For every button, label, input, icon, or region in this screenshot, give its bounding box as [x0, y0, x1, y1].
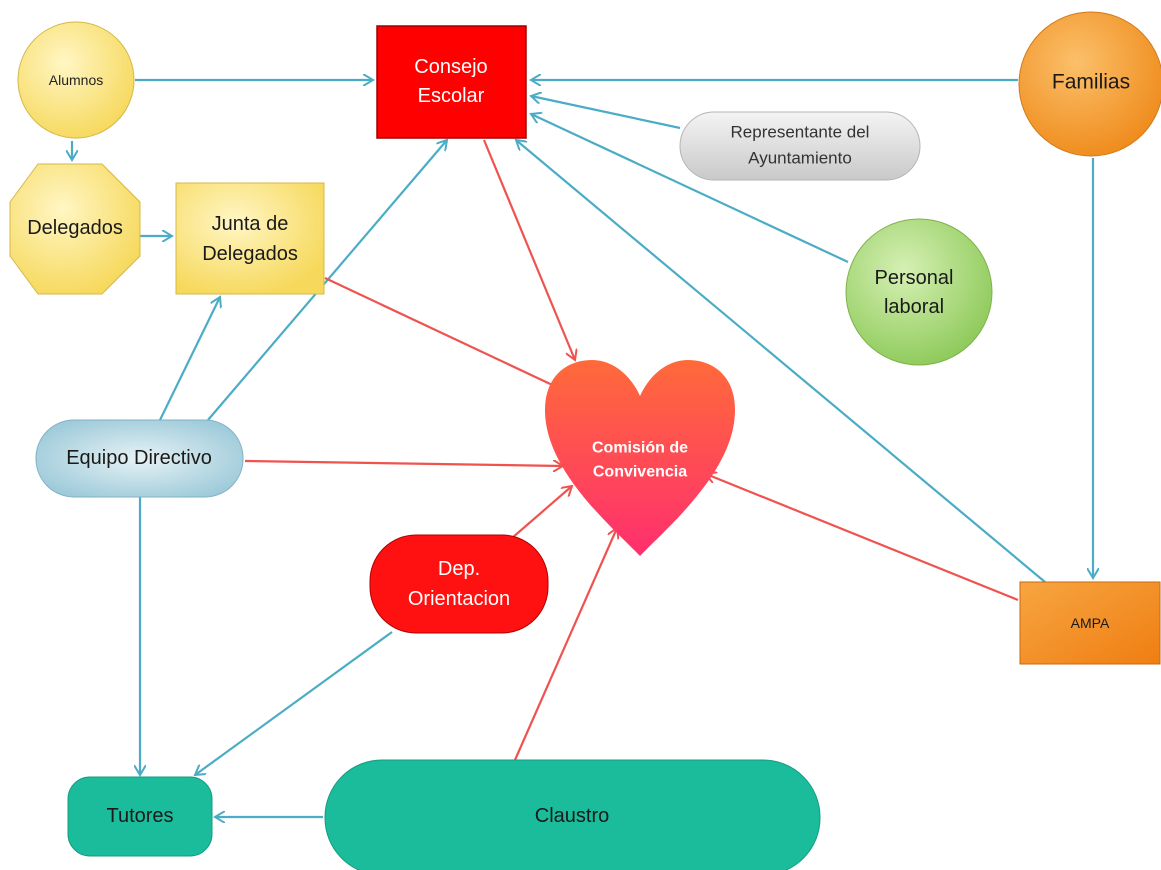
red-connectors	[244, 139, 1019, 761]
node-representante-label-line2: Ayuntamiento	[748, 149, 852, 168]
node-alumnos[interactable]: Alumnos	[17, 21, 135, 139]
edge-equipo-comision	[244, 461, 563, 466]
node-tutores-label: Tutores	[106, 805, 173, 827]
node-tutores[interactable]: Tutores	[67, 776, 213, 857]
node-dep-orientacion[interactable]: Dep. Orientacion	[369, 534, 549, 634]
node-consejo-escolar[interactable]: Consejo Escolar	[376, 25, 527, 139]
node-personal-label-line1: Personal	[875, 267, 954, 289]
node-personal-label-line2: laboral	[884, 296, 944, 318]
node-ampa[interactable]: AMPA	[1019, 581, 1161, 665]
node-comision-convivencia[interactable]: Comisión de Convivencia	[545, 360, 735, 556]
edge-junta-comision	[324, 277, 563, 390]
node-delegados[interactable]: Delegados	[9, 163, 141, 295]
node-comision-label-line2: Convivencia	[593, 464, 687, 481]
node-dep-label-line1: Dep.	[438, 558, 480, 580]
heart-shape	[545, 360, 735, 556]
node-junta-label-line1: Junta de	[212, 213, 289, 235]
node-dep-label-line2: Orientacion	[408, 588, 510, 610]
blue-connectors	[72, 80, 1093, 817]
node-consejo-label-line1: Consejo	[414, 56, 487, 78]
node-claustro-label: Claustro	[535, 805, 609, 827]
node-familias[interactable]: Familias	[1018, 11, 1161, 157]
edge-dep-comision	[511, 486, 572, 539]
node-alumnos-label: Alumnos	[49, 72, 103, 88]
node-ampa-label: AMPA	[1071, 615, 1110, 631]
edge-dep-tutores	[195, 631, 393, 775]
node-delegados-label: Delegados	[27, 217, 123, 239]
edge-representante-consejo	[531, 96, 681, 130]
node-junta-delegados[interactable]: Junta de Delegados	[175, 182, 325, 295]
node-representante[interactable]: Representante del Ayuntamiento	[679, 111, 921, 181]
node-consejo-label-line2: Escolar	[418, 85, 485, 107]
node-representante-label-line1: Representante del	[731, 123, 870, 142]
node-personal-laboral[interactable]: Personal laboral	[845, 218, 993, 366]
edge-equipo-junta	[159, 297, 220, 421]
edge-ampa-comision	[706, 474, 1019, 602]
node-claustro[interactable]: Claustro	[324, 759, 821, 870]
edge-consejo-comision	[482, 139, 575, 360]
edge-claustro-comision	[513, 528, 617, 761]
node-familias-label: Familias	[1052, 71, 1130, 94]
edge-ampa-consejo	[516, 140, 1046, 583]
node-comision-label-line1: Comisión de	[592, 440, 688, 457]
node-equipo-directivo[interactable]: Equipo Directivo	[35, 419, 244, 498]
node-equipo-label: Equipo Directivo	[66, 447, 212, 469]
edge-personal-consejo	[531, 114, 849, 263]
node-junta-label-line2: Delegados	[202, 243, 298, 265]
